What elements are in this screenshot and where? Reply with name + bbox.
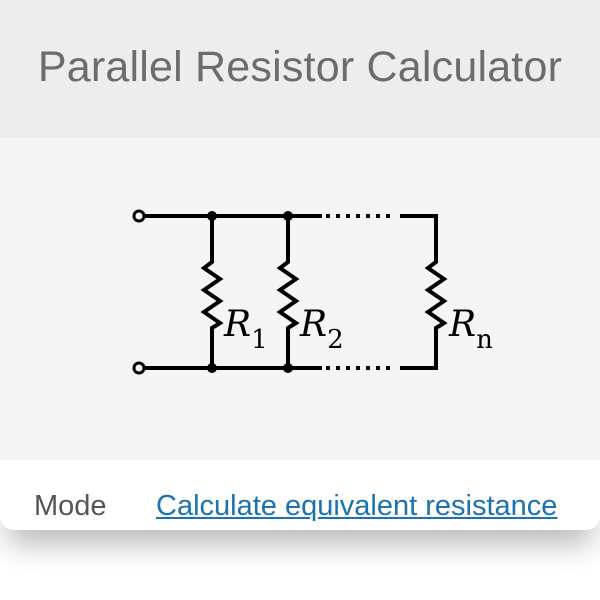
- resistor-label-r1: R1: [223, 304, 268, 355]
- mode-selector-link[interactable]: Calculate equivalent resistance: [156, 490, 558, 522]
- resistor-r1: [200, 216, 224, 368]
- header: Parallel Resistor Calculator: [0, 0, 600, 138]
- bottom-terminal: [132, 361, 146, 375]
- resistor-r2: [276, 216, 300, 368]
- calculator-card: Parallel Resistor Calculator: [0, 0, 600, 530]
- resistor-rn: [424, 216, 448, 368]
- page-title: Parallel Resistor Calculator: [37, 42, 563, 91]
- top-terminal: [132, 209, 146, 223]
- parallel-circuit-diagram: R1 R2 Rn: [132, 209, 493, 375]
- resistor-label-r2: R2: [299, 304, 344, 355]
- mode-label: Mode: [34, 490, 107, 522]
- circuit-diagram-area: R1 R2 Rn: [0, 138, 600, 460]
- resistor-label-rn: Rn: [448, 304, 493, 355]
- mode-row: Mode Calculate equivalent resistance: [0, 460, 600, 530]
